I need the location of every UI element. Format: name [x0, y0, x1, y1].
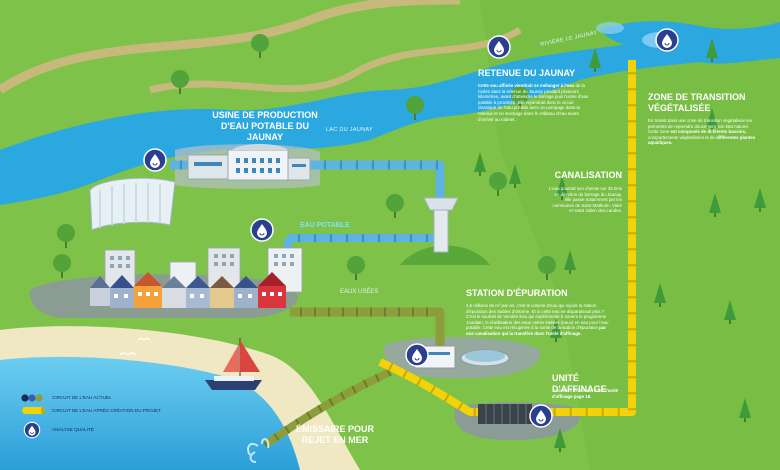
- label-station-title: STATION D'ÉPURATION: [466, 288, 568, 298]
- usine-buildings: [187, 144, 311, 181]
- label-usine: USINE DE PRODUCTION D'EAU POTABLE DU JAU…: [212, 110, 318, 142]
- badge-zone-icon: [655, 28, 679, 52]
- label-canal-body: L'eau pourrait son chemin sur 25 kms en …: [548, 186, 622, 214]
- affinage-body-bold: l'unité d'affinage page 18.: [552, 388, 619, 399]
- legend-item-analyse-qualite: ANALYSE QUALITÉ: [52, 427, 94, 432]
- zone-body-bold-2: différentes plantes aquatiques.: [648, 134, 756, 146]
- path-north: [0, 0, 461, 94]
- station-body-text: 4,5 millions de m³ par an, c'est le volu…: [466, 303, 609, 331]
- legend-text: CIRCUIT DE L'EAU APRÈS CRÉATION DU PROJE…: [52, 408, 161, 413]
- retenue-body-text: de la rivière dans la retenue du Jaunay …: [478, 83, 589, 122]
- water-tower: [423, 197, 459, 253]
- legend-item-circuit-projet: CIRCUIT DE L'EAU APRÈS CRÉATION DU PROJE…: [52, 408, 161, 413]
- circuit-actuel-icon: [21, 394, 43, 402]
- label-eau-potable: EAU POTABLE: [300, 222, 350, 229]
- label-lac: LAC DU JAUNAY: [326, 127, 373, 133]
- unite-affinage: [478, 404, 532, 424]
- legend-item-circuit-actuel: CIRCUIT DE L'EAU ACTUEL: [52, 395, 112, 400]
- zone-body-text: En transit dans une zone de transition v…: [648, 118, 752, 135]
- label-affinage-body: Toutes les informations sur l'unité d'af…: [552, 388, 628, 399]
- analyse-qualite-icon: [23, 421, 41, 439]
- badge-usine-icon: [143, 148, 167, 172]
- badge-retenue-icon: [487, 35, 511, 59]
- label-canal-title: CANALISATION: [554, 170, 622, 180]
- label-affinage-title: UNITÉ D'AFFINAGE: [552, 373, 607, 394]
- badge-affinage-icon: [529, 404, 553, 428]
- city: [90, 247, 303, 308]
- sailboat: [205, 338, 262, 390]
- legend-text: CIRCUIT DE L'EAU ACTUEL: [52, 395, 112, 400]
- zone-body-bold: est composée de différents bassins,: [670, 129, 747, 135]
- legend-text: ANALYSE QUALITÉ: [52, 427, 94, 432]
- label-emissaire: ÉMISSAIRE POUR REJET EN MER: [295, 424, 374, 445]
- label-zone-body: En transit dans une zone de transition v…: [648, 118, 758, 146]
- lake-jaunay: [0, 34, 780, 205]
- label-eaux-usees: EAUX USÉES: [340, 289, 379, 295]
- legend-icons: [21, 394, 45, 439]
- affinage-body-text: Toutes les informations sur: [552, 388, 605, 393]
- retenue-body-bold: Cette eau affinée viendrait se mélanger …: [478, 83, 575, 88]
- path-middle: [149, 26, 522, 94]
- badge-station-icon: [405, 343, 429, 367]
- station-body-bold: par une canalisation qui la transfère da…: [466, 325, 606, 336]
- label-retenue-title: RETENUE DU JAUNAY: [478, 68, 576, 78]
- label-station-body: 4,5 millions de m³ par an, c'est le volu…: [466, 303, 614, 337]
- dam: [89, 177, 176, 231]
- badge-eau-potable-icon: [250, 218, 274, 242]
- zone-body-text-2: comportements végétalisées et de: [648, 134, 715, 140]
- outfall: [247, 438, 270, 463]
- label-zone-title: ZONE DE TRANSITION VÉGÉTALISÉE: [648, 92, 746, 113]
- circuit-projet-icon: [22, 407, 45, 414]
- label-retenue-body: Cette eau affinée viendrait se mélanger …: [478, 83, 590, 122]
